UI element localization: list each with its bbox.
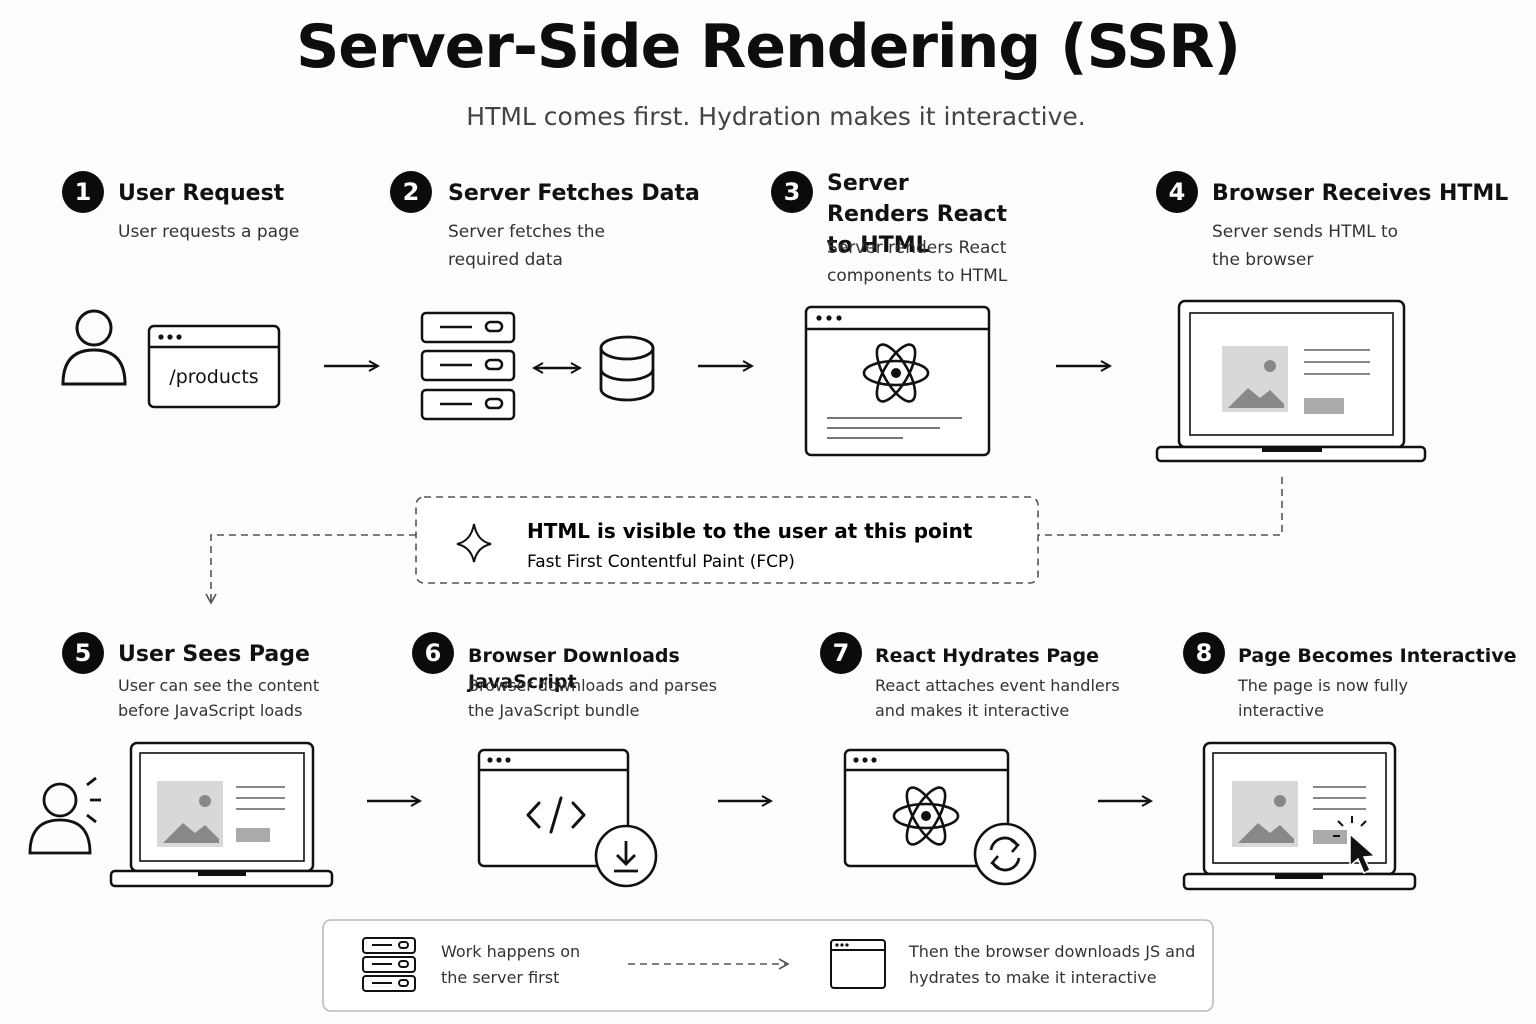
user-seeing-icon (28, 776, 101, 855)
cursor-icon (1333, 816, 1377, 875)
step-3-desc: Server renders React components to HTML (827, 238, 1008, 286)
step-6-badge: 6 (412, 632, 454, 674)
step-4-desc: Server sends HTML to the browser (1212, 222, 1399, 270)
callout-title: HTML is visible to the user at this poin… (527, 519, 973, 543)
download-icon (594, 824, 658, 888)
step-5-desc: User can see the content before JavaScri… (118, 676, 320, 720)
laptop-icon (109, 741, 334, 888)
code-browser-icon (477, 748, 630, 868)
code-icon (526, 796, 586, 834)
footer-box (322, 919, 1214, 1012)
footer-right-text: Then the browser downloads JS and hydrat… (909, 942, 1196, 987)
step-8-desc: The page is now fully interactive (1238, 676, 1408, 720)
step-2-desc: Server fetches the required data (448, 222, 606, 270)
connector-right (1038, 477, 1283, 536)
step-2-title: Server Fetches Data (448, 181, 700, 206)
connector-left (205, 534, 416, 605)
browser-icon (147, 324, 281, 409)
laptop-icon (1182, 741, 1417, 891)
step-3-badge: 3 (771, 171, 813, 213)
step-4-title: Browser Receives HTML (1212, 181, 1509, 206)
step-6-desc: Browser downloads and parses the JavaScr… (468, 676, 717, 720)
server-icon (420, 311, 516, 421)
sync-icon (973, 822, 1037, 886)
step-3-title: Server Renders React to HTML (827, 171, 1008, 258)
step-7-desc: React attaches event handlers and makes … (875, 676, 1120, 720)
step-7-badge: 7 (820, 632, 862, 674)
step-6-title: Browser Downloads JavaScript (468, 645, 680, 693)
user-icon (61, 309, 127, 386)
step-1-badge: 1 (62, 171, 104, 213)
page-title: Server-Side Rendering (SSR) (296, 12, 1241, 82)
react-browser-icon (843, 748, 1010, 868)
browser-icon (830, 939, 886, 989)
sparkle-icon (456, 523, 492, 563)
footer-left-text: Work happens on the server first (441, 942, 581, 987)
database-icon (599, 335, 655, 402)
url-text: /products (169, 366, 258, 388)
step-4-badge: 4 (1156, 171, 1198, 213)
step-5-badge: 5 (62, 632, 104, 674)
step-8-title: Page Becomes Interactive (1238, 645, 1517, 667)
step-1-title: User Request (118, 181, 285, 206)
page-subtitle: HTML comes first. Hydration makes it int… (466, 102, 1086, 131)
callout-subtitle: Fast First Contentful Paint (FCP) (527, 552, 795, 572)
react-browser-icon (804, 305, 991, 457)
callout-box (415, 496, 1039, 584)
server-icon (362, 937, 416, 992)
step-5-title: User Sees Page (118, 642, 310, 667)
step-7-title: React Hydrates Page (875, 645, 1099, 667)
laptop-icon (1155, 299, 1427, 463)
step-1-desc: User requests a page (118, 222, 300, 242)
step-8-badge: 8 (1183, 632, 1225, 674)
step-2-badge: 2 (390, 171, 432, 213)
